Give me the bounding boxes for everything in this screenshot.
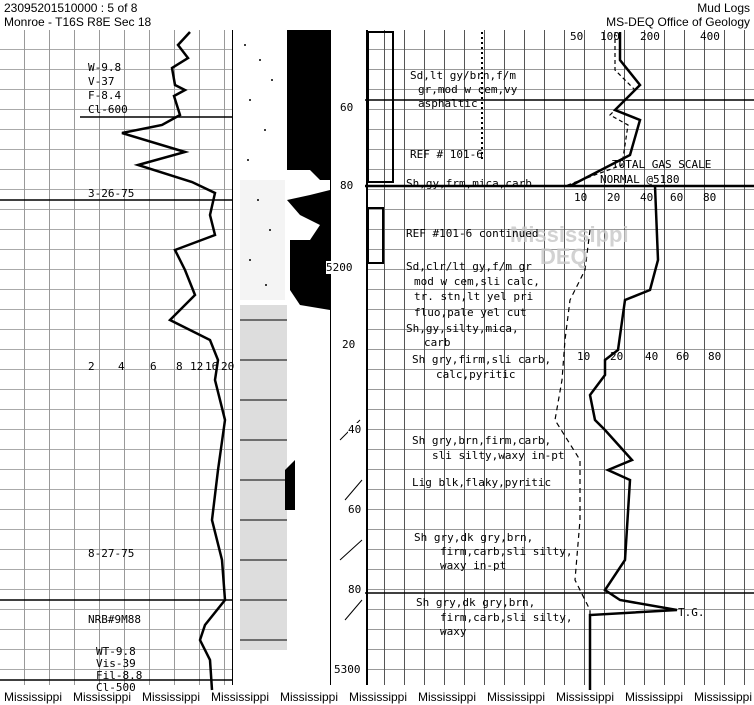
remark-line: Sd,lt gy/brn,f/m xyxy=(410,69,516,82)
remark-line: firm,carb,sli silty, xyxy=(440,545,573,558)
scale-tick: 12 xyxy=(190,360,204,373)
depth-label: 60 xyxy=(348,503,362,516)
watermark-text: Mississippi xyxy=(510,222,629,247)
gas-remarks-track xyxy=(365,30,754,685)
footer-watermark: Mississippi xyxy=(349,690,408,704)
bit-label: NRB#9M88 xyxy=(88,613,141,626)
depth-label: 5200 xyxy=(326,261,353,274)
date-label: 3-26-75 xyxy=(88,187,135,200)
remark-line: fluo,pale yel cut xyxy=(414,306,527,319)
remark-line: waxy in-pt xyxy=(440,559,507,572)
mud-prop: WT-9.8 xyxy=(96,645,136,658)
scale-tick: 20 xyxy=(221,360,235,373)
footer-watermark: Mississippi xyxy=(694,690,753,704)
remark-line: Sh,gy,frm,mica,carb xyxy=(406,177,532,190)
mud-prop: Cl-600 xyxy=(88,103,128,116)
mud-prop: F-8.4 xyxy=(88,89,122,102)
mud-prop: Vis-39 xyxy=(96,657,136,670)
depth-label: 5300 xyxy=(334,663,361,676)
gas-scale-tick: 20 xyxy=(610,350,624,363)
footer-watermark: Mississippi xyxy=(625,690,684,704)
scale-tick: 6 xyxy=(150,360,157,373)
footer-watermark: Mississippi xyxy=(487,690,546,704)
gas-scale-tick: 60 xyxy=(676,350,690,363)
remark-line: sli silty,waxy in-pt xyxy=(432,449,565,462)
scale-tick: 8 xyxy=(176,360,183,373)
mud-prop: V-37 xyxy=(88,75,115,88)
remark-line: Sh gry,firm,sli carb, xyxy=(412,353,552,366)
total-gas-label: T.G. xyxy=(678,606,705,619)
gas-scale-tick: 10 xyxy=(574,191,588,204)
remark-line: firm,carb,sli silty, xyxy=(440,611,573,624)
watermark-text: DEQ xyxy=(540,244,588,269)
remark-line: Lig blk,flaky,pyritic xyxy=(412,476,552,489)
remark-line: Sh,gy,silty,mica, xyxy=(406,322,519,335)
gas-scale-tick: 80 xyxy=(703,191,717,204)
remark-line: asphaltic xyxy=(418,97,478,110)
remark-line: carb xyxy=(424,336,451,349)
gas-scale-tick: 400 xyxy=(700,30,720,43)
depth-column xyxy=(330,30,368,685)
document-id: 23095201510000 : 5 of 8 xyxy=(4,1,138,15)
remark-line: REF # 101-6 xyxy=(410,148,483,161)
gas-scale-tick: 200 xyxy=(640,30,660,43)
well-location: Monroe - T16S R8E Sec 18 xyxy=(4,15,152,29)
shale-pattern xyxy=(240,305,287,650)
remark-line: Sh gry,dk gry,brn, xyxy=(414,531,534,544)
remark-line: gr,mod w cem,vy xyxy=(418,83,518,96)
drill-rate-track xyxy=(0,30,232,685)
porosity-fill xyxy=(287,30,330,180)
mud-prop: Fil-8.8 xyxy=(96,669,143,682)
footer-watermark: Mississippi xyxy=(73,690,132,704)
gas-scale-tick: 100 xyxy=(600,30,620,43)
remark-line: Sh gry,brn,firm,carb, xyxy=(412,434,552,447)
depth-label: 80 xyxy=(340,179,354,192)
depth-label: 80 xyxy=(348,583,362,596)
footer-watermark: Mississippi xyxy=(4,690,63,704)
drill-rate-curve xyxy=(121,31,227,691)
gas-scale-tick: 50 xyxy=(570,30,584,43)
remark-line: Sd,clr/lt gy,f/m gr xyxy=(406,260,532,273)
remark-line: tr. stn,lt yel pri xyxy=(414,290,534,303)
agency-name: MS-DEQ Office of Geology xyxy=(606,15,750,29)
remark-line: calc,pyritic xyxy=(436,368,516,381)
scale-tick: 2 xyxy=(88,360,95,373)
remark-line: waxy xyxy=(440,625,467,638)
remark-line: mod w cem,sli calc, xyxy=(414,275,540,288)
depth-label: 20 xyxy=(342,338,356,351)
gas-scale-normal: NORMAL @5180 xyxy=(600,173,680,186)
gas-scale-tick: 20 xyxy=(607,191,621,204)
gas-scale-title: TOTAL GAS SCALE xyxy=(612,158,712,171)
gas-scale-tick: 10 xyxy=(577,350,591,363)
document-type: Mud Logs xyxy=(697,1,750,15)
footer-watermark: Mississippi xyxy=(280,690,339,704)
date-label: 8-27-75 xyxy=(88,547,135,560)
footer-watermark: Mississippi xyxy=(211,690,270,704)
depth-label: 40 xyxy=(348,423,362,436)
gas-scale-tick: 60 xyxy=(670,191,684,204)
depth-label: 60 xyxy=(340,101,354,114)
remark-line: Sh gry,dk gry,brn, xyxy=(416,596,536,609)
gas-scale-tick: 40 xyxy=(645,350,659,363)
gas-scale-tick: 40 xyxy=(640,191,654,204)
footer-watermark: Mississippi xyxy=(418,690,477,704)
depth-column-hatch xyxy=(339,31,394,621)
mud-prop: Cl-500 xyxy=(96,681,136,694)
gas-scale-tick: 80 xyxy=(708,350,722,363)
remark-line: REF #101-6 continued xyxy=(406,227,539,240)
sand-pattern xyxy=(234,30,285,300)
footer-watermark: Mississippi xyxy=(142,690,201,704)
scale-tick: 16 xyxy=(205,360,219,373)
major-gridlines xyxy=(0,99,754,681)
scale-tick: 4 xyxy=(118,360,125,373)
footer-watermark: Mississippi xyxy=(556,690,615,704)
mud-prop: W-9.8 xyxy=(88,61,122,74)
